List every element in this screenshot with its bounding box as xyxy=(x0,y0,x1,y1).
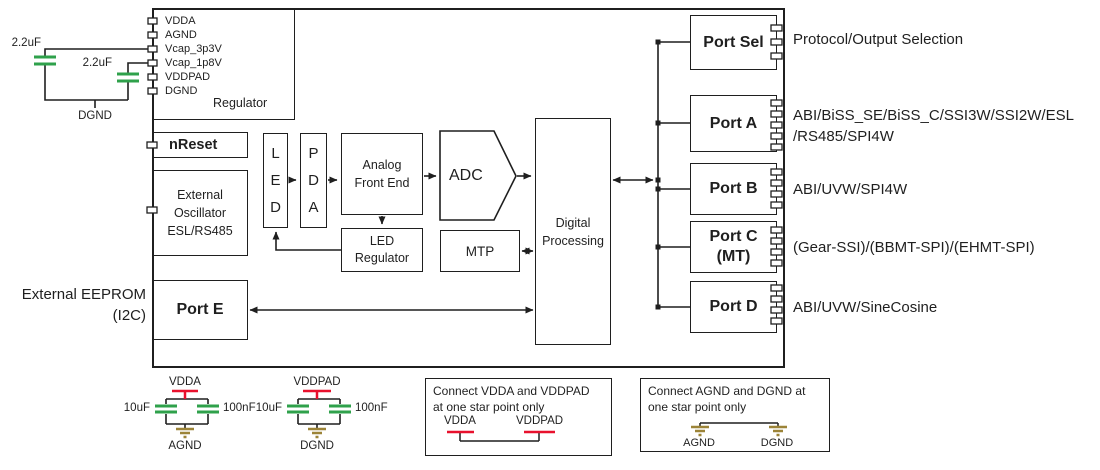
oscillator-label-line2: Oscillator xyxy=(173,206,227,220)
power-star-note-box: Connect VDDA and VDDPAD at one star poin… xyxy=(425,378,612,456)
led-letter-d: D xyxy=(270,199,281,216)
port-e-block: Port E xyxy=(152,280,248,340)
port-b-description: ABI/UVW/SPI4W xyxy=(793,181,908,198)
regulator-pin-labels: VDDA AGND Vcap_3p3V Vcap_1p8V VDDPAD DGN… xyxy=(165,14,222,98)
ground-star-note-line2: one star point only xyxy=(648,400,747,414)
adc-shape xyxy=(439,130,517,221)
port-a-block: Port A xyxy=(690,95,777,152)
power-star-note-line1: Connect VDDA and VDDPAD xyxy=(433,384,590,398)
led-letter-e: E xyxy=(270,172,281,189)
pda-letter-a: A xyxy=(308,199,319,216)
adc-label: ADC xyxy=(449,167,483,184)
led-block: L E D xyxy=(263,133,288,228)
port-c-label-line2: (MT) xyxy=(716,248,751,265)
port-c-block: Port C (MT) xyxy=(690,221,777,273)
port-d-label: Port D xyxy=(709,298,758,315)
port-a-description-line2: /RS485/SPI4W xyxy=(793,128,894,145)
dgnd-top-label: DGND xyxy=(78,110,112,122)
cap2-value-label: 2.2uF xyxy=(82,57,112,69)
mtp-block: MTP xyxy=(440,230,520,272)
ground-star-note-line1: Connect AGND and DGND at xyxy=(648,384,806,398)
port-c-description: (Gear-SSI)/(BBMT-SPI)/(EHMT-SPI) xyxy=(793,239,1035,256)
port-sel-label: Port Sel xyxy=(703,33,764,51)
port-sel-block: Port Sel xyxy=(690,15,777,70)
digital-processing-label-line2: Processing xyxy=(542,233,604,248)
led-regulator-label-line2: Regulator xyxy=(354,251,410,265)
external-eeprom-label-line1: External EEPROM xyxy=(21,286,146,303)
port-d-block: Port D xyxy=(690,281,777,333)
bus-junctions xyxy=(655,39,661,310)
analog-front-end-block: Analog Front End xyxy=(341,133,423,215)
power-star-note-text: Connect VDDA and VDDPAD at one star poin… xyxy=(433,383,590,415)
oscillator-label-line3: ESL/RS485 xyxy=(167,224,233,238)
oscillator-label-line1: External xyxy=(177,188,223,202)
pda-letter-d: D xyxy=(308,172,319,189)
port-a-description: ABI/BiSS_SE/BiSS_C/SSI3W/SSI2W/ESL /RS48… xyxy=(793,105,1074,147)
vdda-cap2-label: 100nF xyxy=(223,402,256,414)
pin-label-vddpad: VDDPAD xyxy=(165,71,211,83)
supply-rails xyxy=(172,389,555,434)
vddpad-rail-label: VDDPAD xyxy=(293,376,341,388)
pin-label-vcap1p8: Vcap_1p8V xyxy=(165,57,222,69)
afe-label-line1: Analog xyxy=(362,158,402,172)
port-sel-description: Protocol/Output Selection xyxy=(793,31,964,48)
port-d-description: ABI/UVW/SineCosine xyxy=(793,299,938,316)
port-a-label: Port A xyxy=(709,114,758,132)
agnd-label: AGND xyxy=(168,440,202,452)
mtp-label: MTP xyxy=(465,243,495,259)
port-b-label: Port B xyxy=(709,180,758,197)
note-dgnd-label: DGND xyxy=(760,437,794,449)
nreset-block: nReset xyxy=(152,132,248,158)
vddpad-cap1-label: 10uF xyxy=(255,402,282,414)
oscillator-block: External Oscillator ESL/RS485 xyxy=(152,170,248,256)
regulator-label: Regulator xyxy=(213,96,268,110)
capacitor-symbols xyxy=(34,55,351,414)
port-c-label-line1: Port C xyxy=(709,228,758,245)
ground-star-note-text: Connect AGND and DGND at one star point … xyxy=(648,383,805,415)
external-eeprom-label-line2: (I2C) xyxy=(112,307,146,324)
ground-star-note-box: Connect AGND and DGND at one star point … xyxy=(640,378,830,452)
vdda-rail-label: VDDA xyxy=(169,376,201,388)
power-star-note-line2: at one star point only xyxy=(433,400,545,414)
port-e-label: Port E xyxy=(176,301,224,318)
note-agnd-label: AGND xyxy=(683,437,715,449)
vddpad-cap2-label: 100nF xyxy=(355,402,388,414)
port-a-description-line1: ABI/BiSS_SE/BiSS_C/SSI3W/SSI2W/ESL xyxy=(793,107,1074,124)
dgnd-bottom-label: DGND xyxy=(300,440,334,452)
external-eeprom-label: External EEPROM (I2C) xyxy=(2,284,146,326)
pin-label-agnd: AGND xyxy=(165,29,197,41)
led-regulator-label-line1: LED xyxy=(369,234,395,248)
vdda-cap1-label: 10uF xyxy=(123,402,150,414)
pda-block: P D A xyxy=(300,133,327,228)
note-vddpad-label: VDDPAD xyxy=(516,415,564,427)
led-regulator-block: LED Regulator xyxy=(341,228,423,272)
port-b-block: Port B xyxy=(690,163,777,215)
pin-label-dgnd: DGND xyxy=(165,85,198,97)
afe-label-line2: Front End xyxy=(354,176,410,190)
cap1-value-label: 2.2uF xyxy=(11,37,41,49)
chip-outline xyxy=(152,8,785,368)
digital-processing-block: Digital Processing xyxy=(535,118,611,345)
nreset-label: nReset xyxy=(169,137,218,153)
note-vdda-label: VDDA xyxy=(444,415,476,427)
regulator-block: VDDA AGND Vcap_3p3V Vcap_1p8V VDDPAD DGN… xyxy=(152,8,295,120)
pda-letter-p: P xyxy=(308,145,319,162)
digital-processing-label-line1: Digital xyxy=(555,215,591,230)
signal-wires xyxy=(44,41,779,442)
pin-label-vcap3p3: Vcap_3p3V xyxy=(165,43,222,55)
led-letter-l: L xyxy=(271,145,280,162)
ground-symbols xyxy=(176,425,787,439)
pin-label-vdda: VDDA xyxy=(165,15,196,27)
